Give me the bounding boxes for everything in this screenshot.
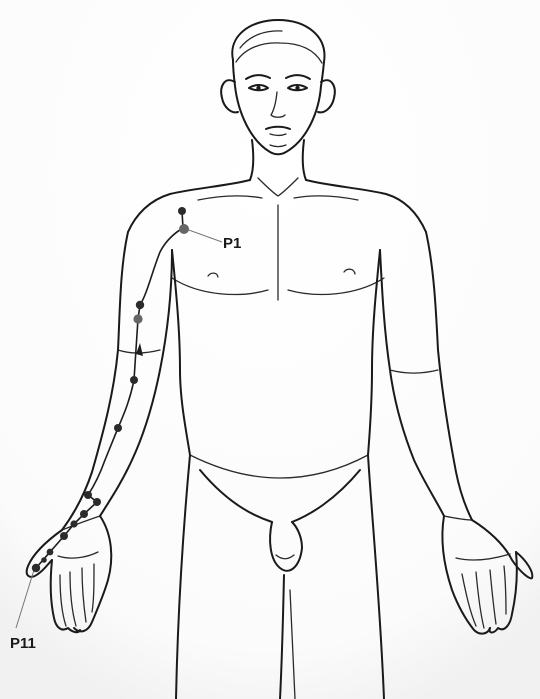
- acupoint-marker: [80, 510, 88, 518]
- acupoint-marker: [136, 301, 144, 309]
- acupoint-marker: [47, 549, 54, 556]
- label-p11: P11: [10, 635, 36, 652]
- acupoint-marker: [114, 424, 122, 432]
- acupoint-marker: [84, 491, 92, 499]
- acupoint-marker: [133, 314, 142, 323]
- acupoint-marker: [41, 557, 47, 563]
- acupoint-marker: [178, 207, 186, 215]
- acupoint-marker: [130, 376, 138, 384]
- acupoint-marker: [60, 532, 68, 540]
- label-p1: P1: [223, 235, 241, 252]
- acupoint-marker: [32, 564, 40, 572]
- acupoint-marker: [179, 224, 189, 234]
- acupoint-marker: [93, 498, 101, 506]
- acupoint-marker: [70, 520, 77, 527]
